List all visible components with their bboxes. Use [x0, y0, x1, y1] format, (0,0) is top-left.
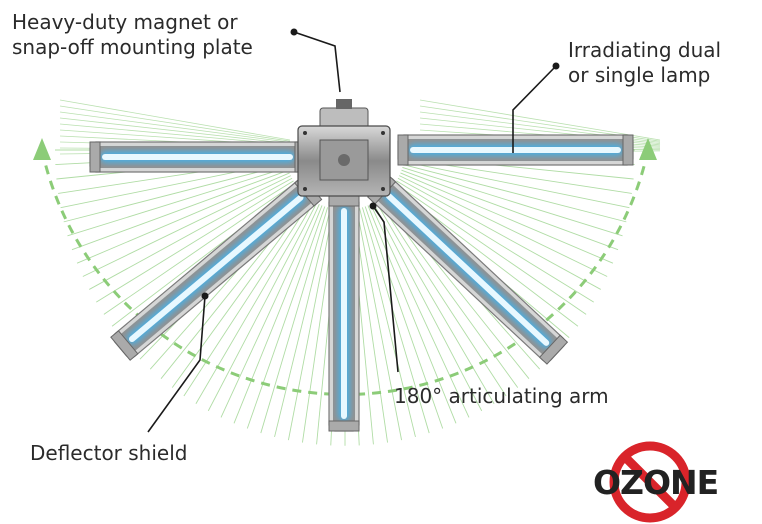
- lamp-label-line2: or single lamp: [568, 63, 711, 87]
- radiation-ray: [96, 180, 294, 303]
- leader-mount: [293, 31, 341, 93]
- lamp-arm-center: [328, 195, 360, 432]
- radiation-ray: [400, 172, 614, 264]
- radiation-ray: [220, 204, 320, 418]
- no-ozone-prohibition-icon: [609, 441, 691, 523]
- radiation-ray: [71, 169, 289, 251]
- lamp-arm-left: [89, 141, 306, 173]
- radiation-ray: [260, 207, 329, 434]
- radiation-ray: [403, 161, 630, 209]
- mounting-plate-label-line2: snap-off mounting plate: [12, 35, 253, 59]
- radiation-ray: [396, 180, 594, 303]
- arrow-left-icon: [33, 138, 51, 160]
- leader-mount-dot: [290, 28, 298, 36]
- radiation-ray: [59, 123, 291, 146]
- leader-lamp-dot: [552, 62, 560, 70]
- radiation-ray: [59, 105, 291, 142]
- radiation-ray: [419, 99, 661, 141]
- lamp-label: Irradiating dual or single lamp: [568, 38, 721, 88]
- radiation-ray: [367, 205, 457, 424]
- deflector-shield-label: Deflector shield: [30, 441, 188, 465]
- radiation-ray: [397, 177, 601, 290]
- radiation-ray: [402, 166, 623, 237]
- radiation-ray: [401, 169, 619, 251]
- lamp-label-line1: Irradiating dual: [568, 38, 722, 62]
- radiation-ray: [394, 182, 587, 315]
- leader-deflector-dot: [201, 292, 209, 300]
- radiation-ray: [233, 205, 323, 424]
- radiation-ray: [59, 99, 291, 141]
- radiation-ray: [359, 208, 416, 438]
- radiation-ray: [63, 164, 287, 223]
- articulating-arm-label: 180° articulating arm: [394, 384, 609, 408]
- radiation-ray: [364, 206, 444, 429]
- radiation-ray: [67, 166, 288, 237]
- radiation-ray: [89, 177, 293, 290]
- leader-lamp: [512, 65, 557, 153]
- radiation-ray: [361, 207, 430, 434]
- radiation-ray: [82, 175, 291, 277]
- radiation-ray: [195, 201, 315, 404]
- radiation-ray: [103, 182, 296, 315]
- mounting-plate-label: Heavy-duty magnet or snap-off mounting p…: [12, 10, 253, 60]
- radiation-ray: [207, 202, 318, 412]
- radiation-ray: [370, 204, 470, 418]
- leader-deflector: [147, 295, 206, 433]
- radiation-ray: [59, 117, 291, 144]
- radiation-ray: [274, 208, 331, 438]
- radiation-ray: [377, 199, 507, 397]
- radiation-ray: [59, 111, 291, 143]
- leader-arm: [372, 205, 399, 373]
- mounting-plate-label-line1: Heavy-duty magnet or: [12, 10, 238, 34]
- ozone-text: OZONE: [593, 463, 719, 502]
- leader-arm-dot: [369, 202, 377, 210]
- radiation-ray: [356, 208, 403, 441]
- radiation-ray: [375, 201, 495, 404]
- radiation-ray: [399, 175, 608, 277]
- radiation-ray: [287, 208, 334, 441]
- radiation-ray: [76, 172, 290, 264]
- mounting-hub: [297, 99, 391, 197]
- lamp-arm-lower-right: [367, 174, 569, 365]
- lamp-arm-lower-left: [110, 175, 323, 361]
- radiation-ray: [403, 164, 627, 223]
- lamp-arm-right: [397, 134, 634, 166]
- radiation-ray: [372, 202, 483, 412]
- arrow-right-icon: [639, 138, 657, 160]
- radiation-ray: [183, 199, 313, 397]
- radiation-ray: [246, 206, 326, 429]
